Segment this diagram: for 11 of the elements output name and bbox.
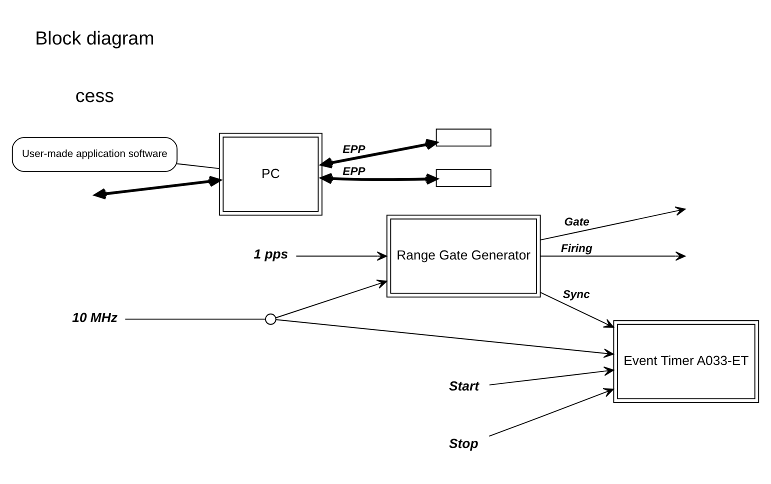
node-text: Stop: [449, 435, 478, 450]
edge-label: EPP: [342, 165, 366, 178]
label: Block diagram: [35, 26, 154, 48]
node-text: Start: [449, 378, 480, 393]
label: cess: [75, 84, 114, 106]
edge-label: EPP: [342, 144, 366, 156]
node-text: 10 MHz: [72, 309, 118, 324]
edge-label: Sync: [562, 288, 590, 301]
node-text: 1 pps: [254, 246, 288, 262]
edge-label: Gate: [564, 216, 590, 228]
edge-label: Firing: [561, 242, 592, 255]
